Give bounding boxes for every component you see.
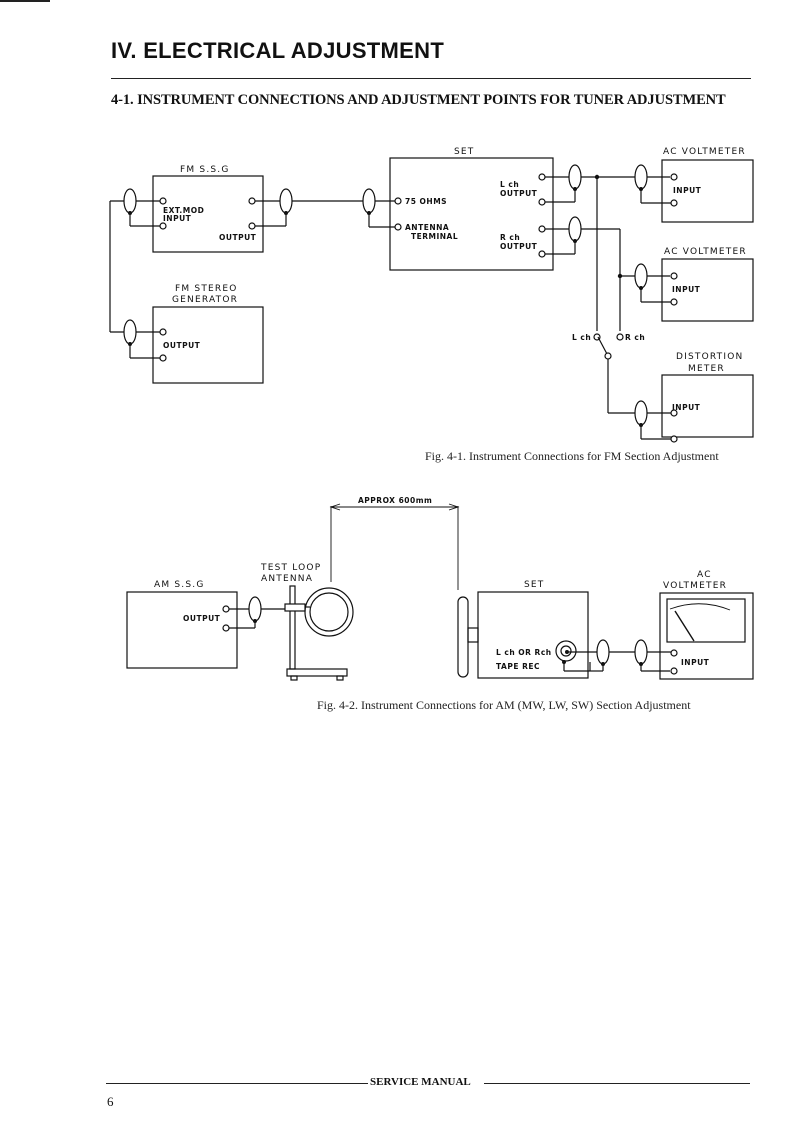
cable-fm-ssg-to-set xyxy=(255,188,395,228)
antenna-label-1: ANTENNA xyxy=(405,223,449,232)
am-voltmeter-input-label: INPUT xyxy=(681,658,710,667)
cable-ext-mod xyxy=(109,188,160,332)
ohms-label: 75 OHMS xyxy=(405,197,447,206)
chapter-title: IV. ELECTRICAL ADJUSTMENT xyxy=(111,38,445,63)
footer-rule-right xyxy=(484,1083,750,1084)
am-set-label: SET xyxy=(524,580,545,590)
fm-ssg-box: FM S.S.G EXT.MOD INPUT OUTPUT xyxy=(152,165,264,253)
fig2-caption: Fig. 4-2. Instrument Connections for AM … xyxy=(317,698,691,712)
am-ssg-label: AM S.S.G xyxy=(154,580,205,590)
voltmeter1-input-label: INPUT xyxy=(673,186,702,195)
distance-label: APPROX 600mm xyxy=(358,496,432,505)
cable-lch xyxy=(545,164,672,331)
footer-label: SERVICE MANUAL xyxy=(370,1076,471,1088)
distance-dimension: APPROX 600mm xyxy=(329,496,460,590)
corner-mark xyxy=(0,0,50,2)
am-ssg-output-label: OUTPUT xyxy=(183,614,221,623)
am-ac-voltmeter-box: AC VOLTMETER INPUT xyxy=(659,570,754,680)
jack-label-2: TAPE REC xyxy=(496,662,540,671)
voltmeter2-input-label: INPUT xyxy=(672,285,701,294)
jack-label-1: L ch OR Rch xyxy=(496,648,552,657)
voltmeter2-label: AC VOLTMETER xyxy=(664,247,747,257)
loop-label-2: ANTENNA xyxy=(261,574,313,584)
rch-label-2: OUTPUT xyxy=(500,242,538,251)
distortion-meter-box: DISTORTION METER INPUT xyxy=(661,352,754,443)
section-title: 4-1. INSTRUMENT CONNECTIONS AND ADJUSTME… xyxy=(111,92,726,108)
fig1-diagram: FM S.S.G EXT.MOD INPUT OUTPUT FM STEREO … xyxy=(109,147,754,443)
distortion-label-1: DISTORTION xyxy=(676,352,743,362)
fm-ssg-label: FM S.S.G xyxy=(180,165,230,175)
ac-voltmeter-1-box: AC VOLTMETER INPUT xyxy=(661,147,754,223)
switch-rch-label: R ch xyxy=(625,333,645,342)
footer-rule-left xyxy=(106,1083,368,1084)
switch-lch-label: L ch xyxy=(572,333,591,342)
voltmeter1-label: AC VOLTMETER xyxy=(663,147,746,157)
stereo-gen-output-label: OUTPUT xyxy=(163,341,201,350)
distortion-label-2: METER xyxy=(688,364,725,374)
stereo-gen-label-1: FM STEREO xyxy=(175,284,238,294)
title-rule xyxy=(111,78,751,79)
ext-mod-label-1: EXT.MOD xyxy=(163,206,204,215)
fm-stereo-generator-box: FM STEREO GENERATOR OUTPUT xyxy=(110,284,264,384)
rch-label-1: R ch xyxy=(500,233,520,242)
am-set-box: SET L ch OR Rch TAPE REC xyxy=(457,580,672,679)
fig1-caption: Fig. 4-1. Instrument Connections for FM … xyxy=(425,449,719,463)
ac-voltmeter-2-box: AC VOLTMETER INPUT xyxy=(661,247,754,322)
ext-mod-label-2: INPUT xyxy=(163,214,192,223)
set-label: SET xyxy=(454,147,475,157)
am-ssg-box: AM S.S.G OUTPUT xyxy=(126,580,285,669)
am-voltmeter-label-1: AC xyxy=(697,570,712,580)
am-voltmeter-label-2: VOLTMETER xyxy=(663,581,727,591)
lch-label-2: OUTPUT xyxy=(500,189,538,198)
test-loop-antenna: TEST LOOP ANTENNA xyxy=(260,563,354,681)
lch-rch-switch: L ch R ch xyxy=(572,333,672,440)
cable-rch xyxy=(545,216,672,331)
fig2-diagram: APPROX 600mm TEST LOOP ANTENNA AM S.S.G … xyxy=(126,496,754,681)
antenna-label-2: TERMINAL xyxy=(411,232,458,241)
lch-label-1: L ch xyxy=(500,180,519,189)
page-number: 6 xyxy=(107,1094,114,1109)
distortion-input-label: INPUT xyxy=(672,403,701,412)
loop-label-1: TEST LOOP xyxy=(260,563,321,573)
fm-ssg-output-label: OUTPUT xyxy=(219,233,257,242)
stereo-gen-label-2: GENERATOR xyxy=(172,295,238,305)
fm-set-box: SET 75 OHMS ANTENNA TERMINAL L ch OUTPUT… xyxy=(389,147,554,271)
